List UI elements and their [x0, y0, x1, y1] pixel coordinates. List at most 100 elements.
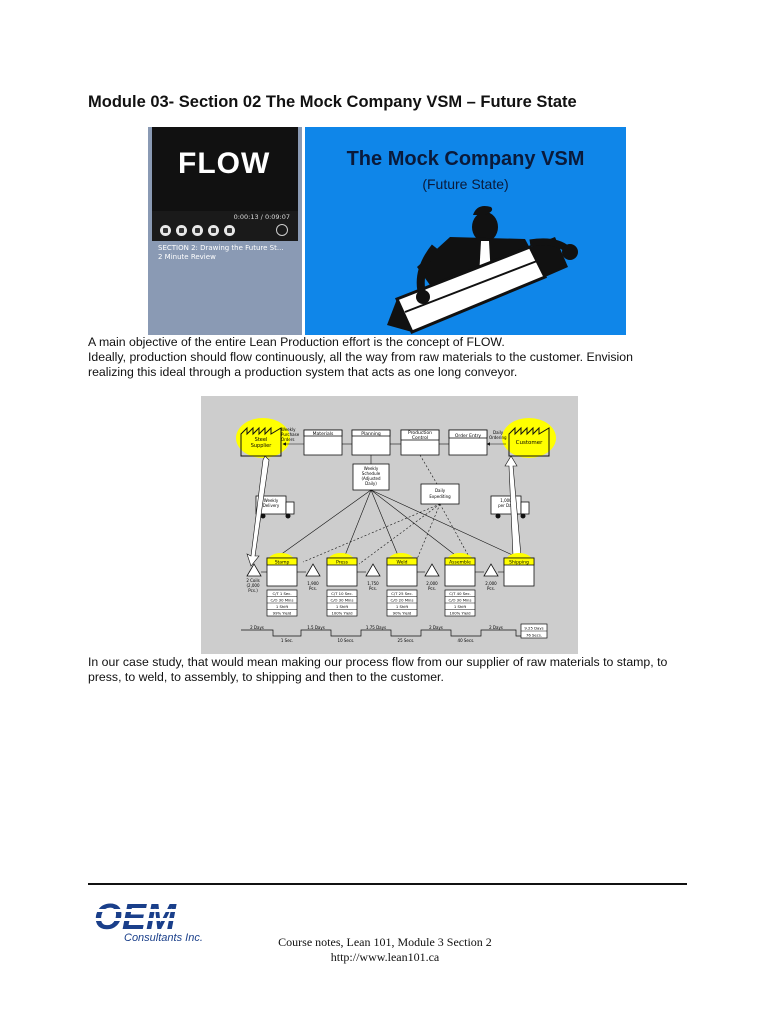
weekly-delivery-2: Delivery: [263, 503, 280, 508]
paragraph: press, to weld, to assembly, to shipping…: [88, 670, 444, 684]
planning-label: Planning: [361, 431, 381, 437]
footer-divider: [88, 883, 687, 885]
inv-raw-1: 2 Coils: [246, 578, 259, 583]
tl-sec-1: 1 Sec.: [281, 638, 293, 643]
tl-sec-4: 40 Secs.: [458, 638, 475, 643]
weekly-purchase-3: Orders: [281, 437, 294, 442]
tl-day-2: 1.5 Days: [307, 625, 325, 630]
video-section-label: SECTION 2: Drawing the Future St...: [158, 244, 284, 252]
tl-day-1: 2 Days: [250, 625, 264, 630]
footer-url[interactable]: http://www.lean101.ca: [330, 950, 440, 964]
pencil-man-illustration: [387, 206, 578, 334]
slide-subtitle: (Future State): [422, 176, 509, 192]
logo-subtitle: Consultants Inc.: [124, 932, 203, 944]
video-time: 0:00:13 / 0:09:07: [233, 213, 290, 221]
weekly-schedule-4: Daily): [365, 481, 377, 486]
daily-ordering-1: Daily: [493, 430, 504, 435]
page-title: Module 03- Section 02 The Mock Company V…: [88, 93, 577, 111]
inv-2a: 1,750: [367, 581, 379, 586]
vsm-diagram: Steel Supplier Customer Materials Planni…: [201, 396, 578, 654]
customer-highlight: [502, 418, 556, 458]
inv-raw-3: Pcs.): [248, 588, 258, 593]
paragraph: Ideally, production should flow continuo…: [88, 350, 633, 364]
tl-day-3: 1.75 Days: [366, 625, 386, 630]
svg-text:C/T 1 Sec.: C/T 1 Sec.: [272, 591, 291, 596]
data-box-press: C/T 10 Sec. C/O 30 Mins 1 Shift 100% Yie…: [326, 589, 358, 617]
inv-4b: Pcs.: [487, 586, 495, 591]
tl-day-5: 2 Days: [489, 625, 503, 630]
video-player[interactable]: FLOW 0:00:13 / 0:09:07 SECTION 2: Drawin…: [148, 127, 302, 335]
slide-title: The Mock Company VSM: [346, 148, 585, 170]
next-icon[interactable]: [224, 225, 235, 236]
tl-sec-2: 10 Secs.: [338, 638, 355, 643]
volume-icon[interactable]: [276, 224, 288, 236]
tl-day-4: 2 Days: [429, 625, 443, 630]
production-control-label-2: Control: [412, 435, 428, 441]
tl-sec-3: 25 Secs.: [398, 638, 415, 643]
daily-expediting-1: Daily: [435, 488, 446, 493]
inv-1b: Pcs.: [309, 586, 317, 591]
inv-3a: 2,000: [426, 581, 438, 586]
daily-ordering-2: Ordering: [489, 435, 507, 440]
materials-label: Materials: [313, 431, 334, 437]
supplier-label-2: Supplier: [251, 443, 273, 449]
video-section-sub: 2 Minute Review: [158, 253, 216, 261]
svg-text:1 Shift: 1 Shift: [336, 604, 349, 609]
video-screen-text: FLOW: [178, 147, 271, 180]
customer-label: Customer: [516, 440, 543, 446]
svg-text:90% Yield: 90% Yield: [393, 611, 412, 616]
svg-text:100% Yield: 100% Yield: [449, 611, 471, 616]
process-press: Press: [336, 560, 348, 566]
daily-expediting-2: Expediting: [429, 494, 451, 499]
weekly-purchase-2: Purchase: [281, 432, 300, 437]
video-screen[interactable]: FLOW: [152, 127, 298, 211]
order-entry-label: Order Entry: [455, 433, 482, 439]
slide-image: The Mock Company VSM (Future State): [305, 127, 626, 335]
inv-3b: Pcs.: [428, 586, 436, 591]
paragraph: realizing this ideal through a productio…: [88, 365, 518, 379]
svg-text:C/O 30 Mins: C/O 30 Mins: [331, 598, 354, 603]
process-assemble: Assemble: [449, 560, 471, 566]
data-box-assemble: C/T 40 Sec. C/O 30 Mins 1 Shift 100% Yie…: [444, 589, 476, 617]
svg-text:1 Shift: 1 Shift: [396, 604, 409, 609]
rewind-icon[interactable]: [192, 225, 203, 236]
inv-1a: 1,900: [307, 581, 319, 586]
paragraph: A main objective of the entire Lean Prod…: [88, 335, 505, 349]
supplier-label-1: Steel: [255, 437, 268, 443]
supplier-highlight: [236, 418, 290, 458]
total-days: 9.25 Days: [524, 626, 543, 631]
svg-text:C/T 10 Sec.: C/T 10 Sec.: [331, 591, 353, 596]
svg-text:C/O 30 Mins: C/O 30 Mins: [271, 598, 294, 603]
inv-2b: Pcs.: [369, 586, 377, 591]
weekly-schedule-1: Weekly: [364, 466, 379, 471]
svg-text:1 Shift: 1 Shift: [454, 604, 467, 609]
per-day-1: 1,000: [500, 498, 512, 503]
process-stamp: Stamp: [275, 560, 290, 566]
svg-text:99% Yield: 99% Yield: [273, 611, 292, 616]
paragraph: In our case study, that would mean makin…: [88, 655, 668, 669]
data-box-stamp: C/T 1 Sec. C/O 30 Mins 1 Shift 99% Yield: [266, 589, 298, 617]
company-logo: OEM Consultants Inc.: [90, 896, 220, 951]
inv-raw-2: (2,000: [246, 583, 259, 588]
total-secs: 76 Secs.: [526, 633, 542, 638]
svg-text:OEM: OEM: [94, 897, 177, 937]
stop-icon[interactable]: [176, 225, 187, 236]
video-controls: 0:00:13 / 0:09:07: [152, 211, 298, 241]
svg-text:1 Shift: 1 Shift: [276, 604, 289, 609]
svg-text:C/O 20 Mins: C/O 20 Mins: [391, 598, 414, 603]
footer-course-notes: Course notes, Lean 101, Module 3 Section…: [278, 935, 492, 949]
data-box-weld: C/T 25 Sec. C/O 20 Mins 1 Shift 90% Yiel…: [386, 589, 418, 617]
play-icon[interactable]: [160, 225, 171, 236]
weekly-schedule-2: Schedule: [362, 471, 381, 476]
weekly-schedule-3: (Adjusted: [361, 476, 381, 481]
svg-text:C/O 30 Mins: C/O 30 Mins: [449, 598, 472, 603]
inv-4a: 2,000: [485, 581, 497, 586]
svg-text:100% Yield: 100% Yield: [331, 611, 353, 616]
svg-text:C/T 25 Sec.: C/T 25 Sec.: [391, 591, 413, 596]
process-weld: Weld: [396, 560, 407, 566]
video-info: SECTION 2: Drawing the Future St... 2 Mi…: [152, 241, 298, 277]
per-day-2: per Day: [498, 503, 514, 508]
weekly-purchase-1: Weekly: [281, 427, 296, 432]
production-control-label-1: Production: [408, 430, 432, 436]
fast-forward-icon[interactable]: [208, 225, 219, 236]
